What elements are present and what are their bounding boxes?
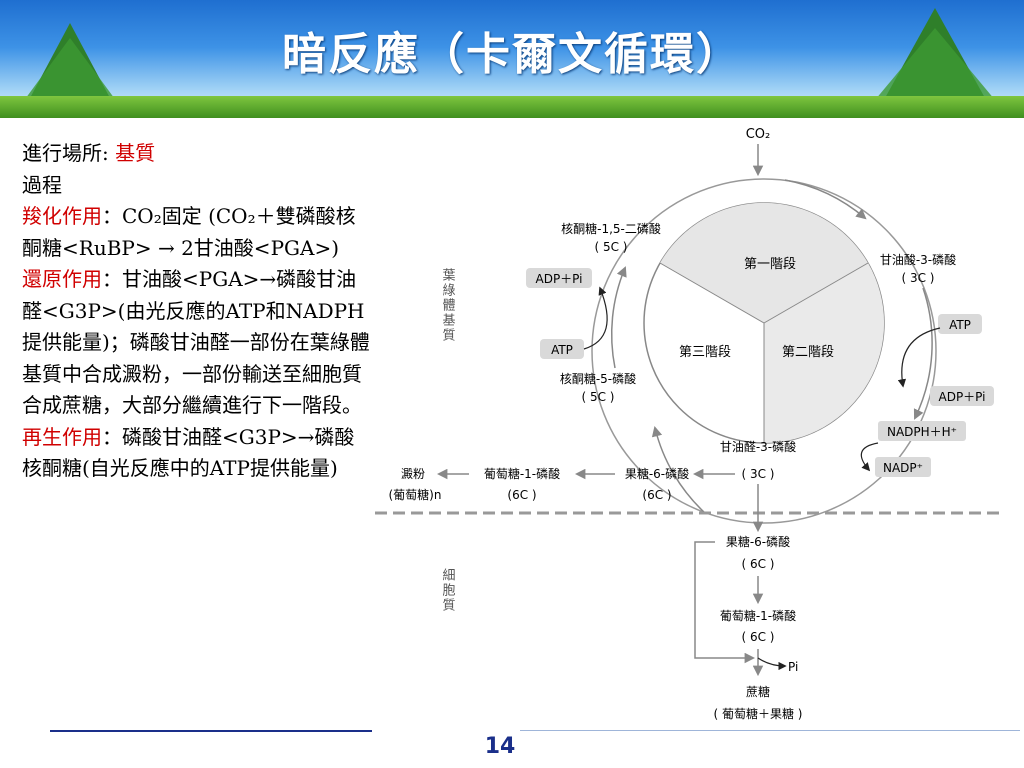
page-number: 14 — [484, 734, 516, 759]
f6p-bottom-label: 果糖-6-磷酸 — [726, 534, 790, 549]
co2-label: CO₂ — [746, 127, 771, 142]
rubp-carbons: ( 5C ) — [594, 240, 627, 254]
reduction-term: 還原作用 — [22, 267, 102, 291]
pi-label: Pi — [788, 660, 798, 674]
location-label: 進行場所: — [22, 141, 109, 165]
stroma-side-label: 葉綠體基質 — [440, 268, 456, 343]
process-heading: 過程 — [22, 172, 62, 197]
cytoplasm-side-label: 細胞質 — [440, 568, 456, 613]
starch-label: 澱粉 — [401, 467, 425, 481]
pga-carbons: ( 3C ) — [901, 271, 934, 285]
sucrose-label: 蔗糖 — [746, 684, 770, 699]
carboxylation-text: ：CO₂固定 (CO₂＋雙磷酸核酮糖<RuBP> → 2甘油酸<PGA>) — [22, 204, 356, 260]
carboxylation-paragraph: 羧化作用：CO₂固定 (CO₂＋雙磷酸核酮糖<RuBP> → 2甘油酸<PGA>… — [22, 201, 372, 264]
f6p-bypass-line — [694, 541, 756, 664]
f6p-top-carbons: (6C ) — [642, 488, 671, 502]
atp-right-label: ATP — [949, 318, 971, 332]
adp-right-label: ADP＋Pi — [939, 390, 986, 404]
cycle-arrow-right — [913, 287, 933, 420]
atp-right-box — [938, 314, 982, 334]
grass-strip — [0, 96, 1024, 118]
g1p-bottom-label: 葡萄糖-1-磷酸 — [720, 608, 796, 623]
stage3-label: 第三階段 — [679, 345, 731, 360]
stage2-sector — [764, 263, 885, 444]
cycle-arrow-top-right — [784, 179, 867, 220]
page-title: 暗反應（卡爾文循環） — [282, 29, 742, 80]
tree-left-icon — [20, 23, 120, 106]
atp-left-label: ATP — [551, 343, 573, 357]
calvin-cycle-diagram: 第一階段 第二階段 第三階段 CO₂ 核酮糖-1,5-二磷酸 ( 5C ) 甘油… — [375, 127, 1000, 721]
adp-right-box — [930, 386, 994, 406]
g1p-top-label: 葡萄糖-1-磷酸 — [484, 466, 560, 481]
atp-left-arrow — [583, 286, 608, 350]
nadph-arrow — [860, 442, 879, 472]
footer-line — [520, 730, 1020, 731]
pga-label: 甘油酸-3-磷酸 — [880, 252, 956, 267]
f6p-bottom-carbons: ( 6C ) — [741, 557, 774, 571]
cycle-arrow-left — [610, 266, 627, 369]
g3p-label: 甘油醛-3-磷酸 — [720, 439, 796, 454]
pie-divider-1 — [659, 262, 765, 324]
nadph-label: NADPH＋H⁺ — [887, 425, 957, 439]
regeneration-paragraph: 再生作用：磷酸甘油醛<G3P>→磷酸核酮糖(自光反應中的ATP提供能量) — [22, 422, 372, 485]
nadp-box — [875, 457, 931, 477]
location-line: 進行場所: 基質 — [22, 138, 372, 170]
tree-right-icon — [870, 8, 1000, 106]
atp-left-box — [540, 339, 584, 359]
left-underline — [50, 730, 372, 732]
g3p-carbons: ( 3C ) — [741, 467, 774, 481]
g1p-bottom-carbons: ( 6C ) — [741, 630, 774, 644]
reduction-paragraph: 還原作用：甘油酸<PGA>→磷酸甘油醛<G3P>(由光反應的ATP和NADPH提… — [22, 264, 372, 422]
f6p-top-label: 果糖-6-磷酸 — [625, 466, 689, 481]
carboxylation-term: 羧化作用 — [22, 204, 102, 228]
title-banner: 暗反應（卡爾文循環） — [0, 0, 1024, 118]
reduction-text: ：甘油酸<PGA>→磷酸甘油醛<G3P>(由光反應的ATP和NADPH提供能量)… — [22, 267, 370, 417]
atp-right-arrow — [897, 327, 941, 388]
adp-left-label: ADP＋Pi — [536, 272, 583, 286]
adp-left-box — [526, 268, 592, 288]
left-text-column: 進行場所: 基質 過程 羧化作用：CO₂固定 (CO₂＋雙磷酸核酮糖<RuBP>… — [22, 138, 372, 485]
regeneration-text: ：磷酸甘油醛<G3P>→磷酸核酮糖(自光反應中的ATP提供能量) — [22, 424, 355, 481]
pi-release-arrow — [757, 657, 787, 671]
sucrose-sub-label: ( 葡萄糖＋果糖 ) — [714, 706, 803, 721]
rubp-label: 核酮糖-1,5-二磷酸 — [561, 221, 661, 236]
cycle-ring — [591, 178, 937, 524]
ru5p-label: 核酮糖-5-磷酸 — [560, 371, 636, 386]
stage1-label: 第一階段 — [744, 257, 796, 272]
cycle-arrow-bottom-left — [651, 425, 706, 514]
nadph-box — [878, 421, 966, 441]
location-value: 基質 — [115, 141, 156, 165]
pie-divider-2 — [763, 262, 869, 324]
ru5p-carbons: ( 5C ) — [581, 390, 614, 404]
stage2-label: 第二階段 — [782, 345, 834, 360]
g1p-top-carbons: (6C ) — [507, 488, 536, 502]
nadp-label: NADP⁺ — [883, 461, 923, 475]
regeneration-term: 再生作用 — [22, 424, 102, 449]
starch-sub-label: (葡萄糖)n — [389, 487, 442, 502]
